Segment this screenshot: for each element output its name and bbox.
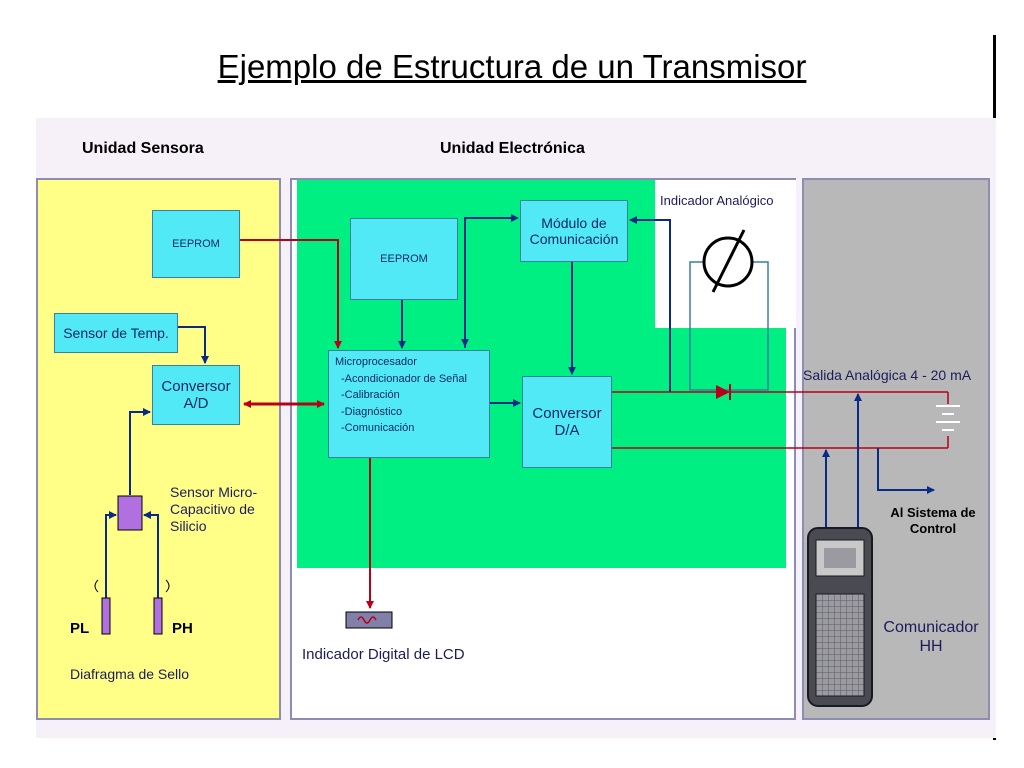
electronic-eeprom-box: EEPROM [350, 218, 458, 300]
to-control-system-line [877, 448, 935, 494]
capsensor-to-ad-line [129, 408, 151, 495]
microprocessor-title: Microprocesador [335, 356, 417, 368]
control-system-label: Al Sistema de Control [890, 505, 976, 536]
capacitive-sensor-icon [117, 495, 143, 531]
pl-line [105, 511, 117, 600]
temp-sensor-box: Sensor de Temp. [54, 313, 178, 353]
microprocessor-box: Microprocesador -Acondicionador de Señal… [328, 350, 490, 458]
ph-label: PH [172, 620, 193, 637]
comm-module-box: Módulo de Comunicación [520, 200, 628, 262]
sensor-eeprom-box: EEPROM [152, 210, 240, 278]
ph-line [143, 511, 159, 600]
page-title: Ejemplo de Estructura de un Transmisor [217, 48, 807, 85]
microprocessor-item: -Calibración [341, 389, 400, 401]
diaphragm-pl-icon [101, 597, 111, 635]
header-sensor-unit: Unidad Sensora [82, 140, 204, 157]
pl-label: PL [70, 620, 90, 637]
microprocessor-item: -Comunicación [341, 422, 415, 434]
micro-to-comm-line [464, 214, 519, 348]
da-converter-box: Conversor D/A [522, 376, 612, 468]
lcd-icon [345, 611, 393, 629]
diaphragm-ph-icon [153, 597, 163, 635]
loop-to-comm-line [629, 216, 671, 392]
eeprom-to-micro-line [240, 239, 342, 349]
ad-converter-box: Conversor A/D [152, 365, 240, 425]
analog-indicator-label: Indicador Analógico [660, 193, 774, 208]
microprocessor-item: -Acondicionador de Señal [341, 372, 467, 385]
header-electronic-unit: Unidad Electrónica [440, 140, 585, 157]
diode-icon [716, 385, 730, 399]
hh-communicator-label: Comunicador HH [883, 619, 979, 656]
diaphragm-label: Diafragma de Sello [70, 666, 190, 682]
temp-to-ad-line [178, 326, 209, 364]
analog-output-label: Salida Analógica 4 - 20 mA [803, 367, 972, 383]
lcd-indicator-label: Indicador Digital de LCD [302, 646, 465, 663]
microprocessor-item: -Diagnóstico [341, 405, 403, 418]
micro-sensor-label: Sensor Micro-Capacitivo de Silicio [170, 484, 258, 534]
